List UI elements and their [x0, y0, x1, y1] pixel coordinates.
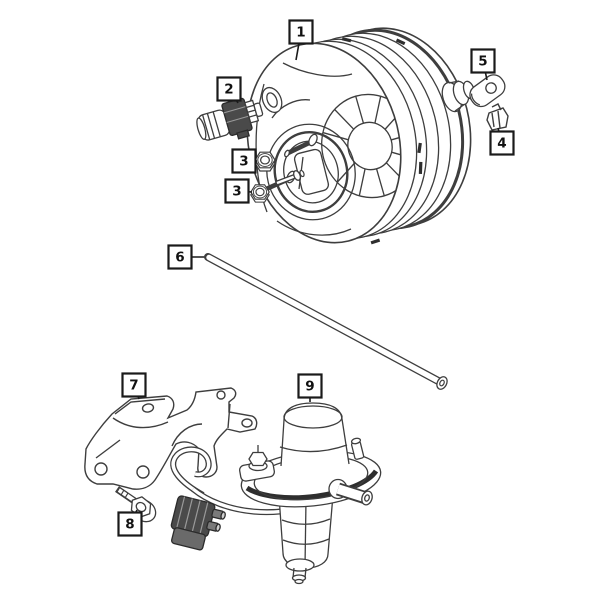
retaining-clip-drawing	[486, 103, 509, 131]
pump-bracket-drawing	[84, 387, 258, 490]
callout-box[interactable]	[231, 148, 257, 174]
callout-number: 1	[296, 25, 305, 41]
callout-box[interactable]	[288, 19, 314, 45]
callout-7[interactable]: 7	[121, 372, 147, 400]
sensor-drawing	[196, 97, 264, 141]
pump-port	[328, 478, 373, 506]
pump-connector	[170, 495, 226, 551]
callout-3[interactable]: 3	[224, 178, 253, 204]
callout-number: 8	[125, 517, 134, 533]
callout-number: 7	[129, 378, 138, 394]
callout-number: 5	[478, 54, 487, 70]
face-spoke-fan	[321, 93, 419, 199]
callout-box[interactable]	[117, 511, 143, 537]
clamp-ticks	[341, 37, 423, 245]
bolt-drawing	[115, 486, 157, 523]
callout-number: 2	[224, 82, 233, 98]
callout-4[interactable]: 4	[489, 127, 515, 156]
callout-1[interactable]: 1	[288, 19, 314, 61]
callout-box[interactable]	[121, 372, 147, 398]
callout-number: 9	[305, 379, 314, 395]
callout-number: 6	[175, 250, 184, 266]
vacuum-tube-drawing	[204, 253, 448, 390]
callout-number: 3	[232, 184, 241, 200]
callout-box[interactable]	[489, 130, 515, 156]
callout-5[interactable]: 5	[470, 48, 496, 81]
sensor-boss	[261, 86, 283, 114]
callout-box[interactable]	[216, 76, 242, 102]
callout-9[interactable]: 9	[297, 373, 323, 403]
callout-box[interactable]	[167, 244, 193, 270]
loose-stud-drawing	[276, 169, 305, 186]
callout-box[interactable]	[470, 48, 496, 74]
callout-box[interactable]	[224, 178, 250, 204]
pushrod-tab-drawing	[441, 74, 506, 113]
brake-booster-drawing	[246, 27, 472, 245]
hex-nut-lower-drawing	[250, 184, 270, 203]
callout-number: 4	[497, 136, 506, 152]
hex-nut-upper-drawing	[254, 151, 276, 172]
callout-3[interactable]: 3	[231, 148, 258, 174]
callout-box[interactable]	[297, 373, 323, 399]
callout-6[interactable]: 6	[167, 244, 205, 270]
booster-stud-upper	[284, 133, 318, 158]
callout-8[interactable]: 8	[117, 509, 143, 537]
callout-2[interactable]: 2	[216, 76, 242, 104]
callout-number: 3	[239, 154, 248, 170]
vacuum-pump-drawing	[170, 402, 382, 585]
